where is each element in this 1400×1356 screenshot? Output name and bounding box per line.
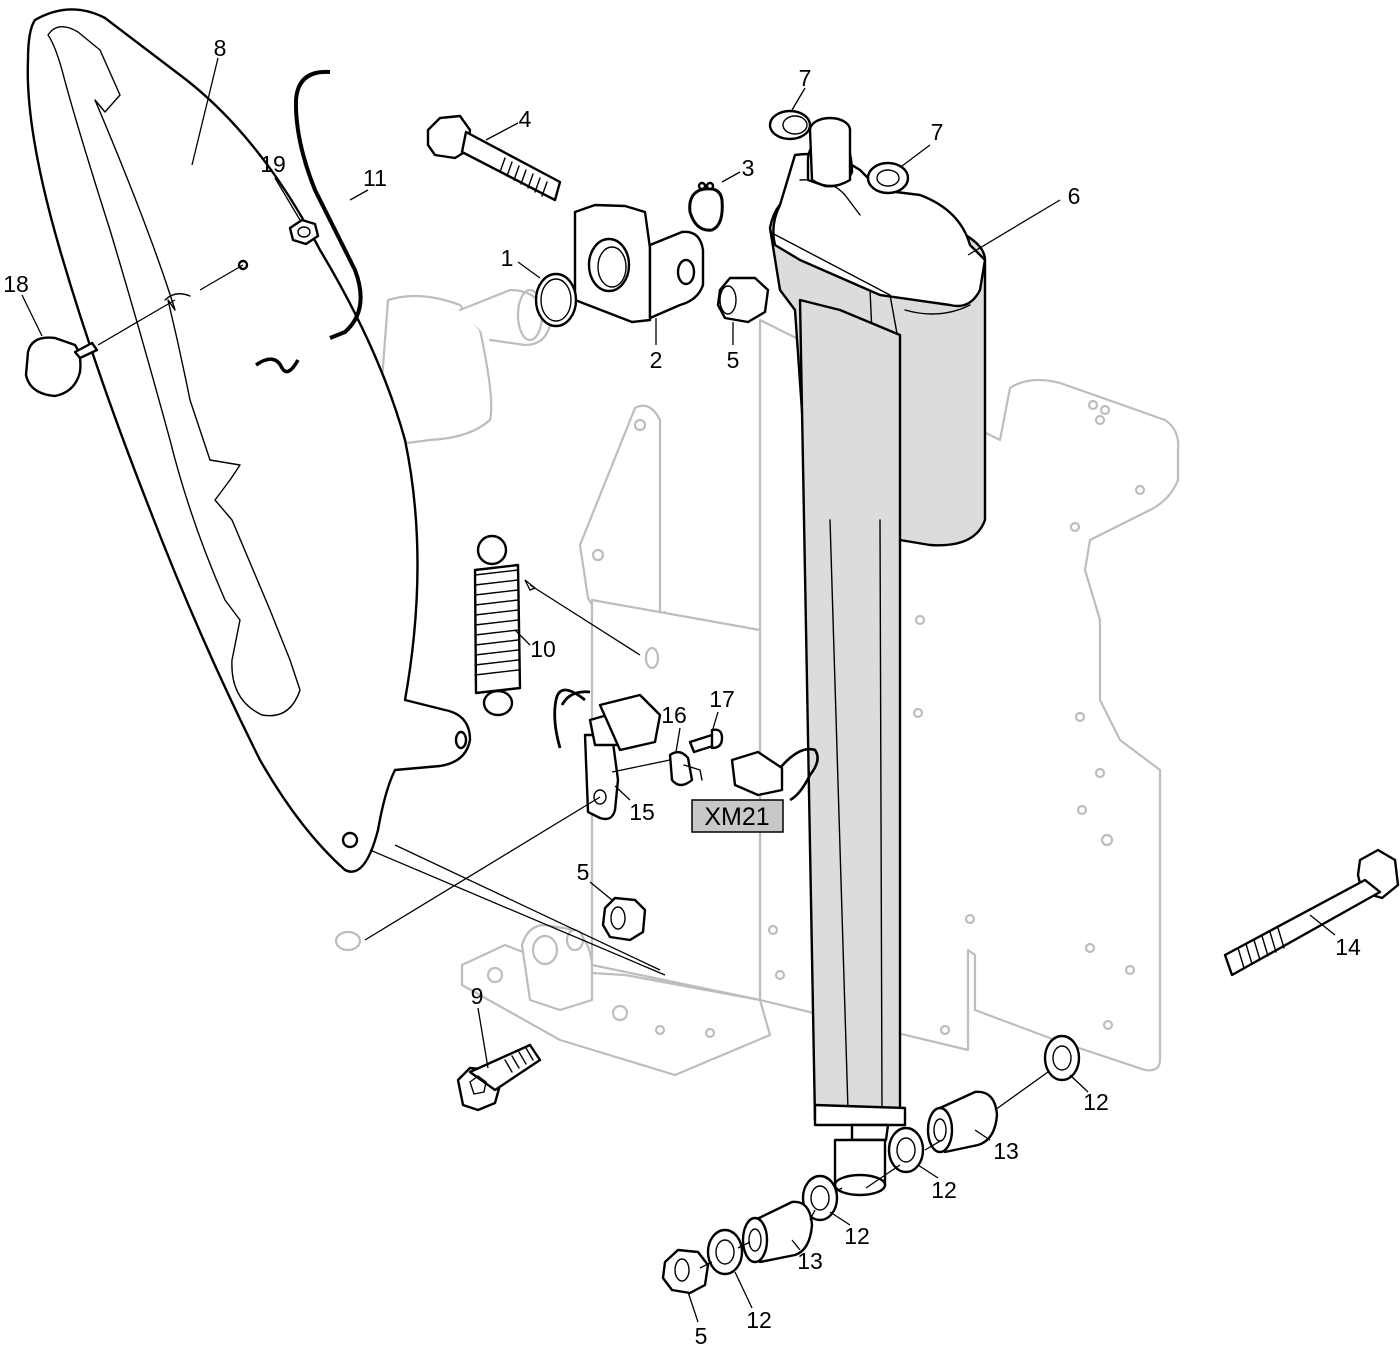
- actuator-part-6: [768, 116, 987, 1197]
- callout-1: 1: [501, 245, 514, 271]
- callout-9: 9: [471, 983, 484, 1009]
- callout-numbers: 8 19 11 18 4 3 1 2 5 7 7 6 10 16 17 15 5…: [3, 35, 1361, 1349]
- washer-part-12-mid: [887, 1126, 925, 1174]
- callout-14: 14: [1335, 934, 1361, 960]
- connector-tag-label: XM21: [704, 803, 769, 831]
- callout-15: 15: [629, 799, 655, 825]
- nut-part-5-top: [716, 276, 770, 324]
- nut-part-5-mid: [601, 896, 647, 942]
- clip-part-16: [668, 750, 703, 787]
- spacer-part-7-left: [768, 109, 812, 141]
- sensor-bracket-part-15: [553, 688, 662, 821]
- callout-12-lower: 12: [844, 1223, 870, 1249]
- spacer-part-7-right: [866, 161, 910, 195]
- callout-12-right: 12: [1083, 1089, 1109, 1115]
- callout-4: 4: [519, 106, 532, 132]
- callout-5-bottom: 5: [695, 1323, 708, 1349]
- wheel-cap-ghost: [380, 288, 552, 447]
- callout-leaders: [21, 57, 1336, 1323]
- spring-part-10: [473, 534, 522, 717]
- oring-part-1: [534, 272, 578, 328]
- callout-17: 17: [709, 686, 735, 712]
- assembly-lines: [97, 264, 1049, 1269]
- knob-part-18: [24, 336, 99, 398]
- screw-part-9: [456, 1043, 542, 1112]
- callout-5-mid: 5: [577, 859, 590, 885]
- washer-part-12-right: [1043, 1034, 1081, 1082]
- screw-part-17: [688, 728, 724, 754]
- callout-2: 2: [650, 347, 663, 373]
- washer-part-12-left: [706, 1228, 744, 1276]
- circlip-part-3: [688, 181, 724, 232]
- connector-xm21: [730, 747, 819, 802]
- callout-16: 16: [661, 702, 687, 728]
- drive-plate: [26, 8, 472, 873]
- bolt-part-4: [426, 114, 562, 202]
- callout-5-top: 5: [727, 347, 740, 373]
- callout-12-mid: 12: [931, 1177, 957, 1203]
- callout-12-left: 12: [746, 1307, 772, 1333]
- washer-part-12-lower: [801, 1174, 839, 1222]
- callout-7-right: 7: [931, 119, 944, 145]
- connector-tag: XM21: [691, 799, 784, 833]
- callout-8: 8: [214, 35, 227, 61]
- callout-7-left: 7: [799, 65, 812, 91]
- callout-10: 10: [530, 636, 556, 662]
- callout-13-left: 13: [797, 1248, 823, 1274]
- callout-13-right: 13: [993, 1138, 1019, 1164]
- callout-3: 3: [742, 155, 755, 181]
- nut-part-19: [288, 218, 320, 246]
- cable-part-11: [255, 69, 363, 374]
- callout-19: 19: [260, 151, 286, 177]
- callout-11: 11: [363, 165, 387, 191]
- nut-part-5-bottom: [661, 1248, 710, 1295]
- sleeve-part-13-right: [926, 1090, 999, 1154]
- pin-ghost: [334, 930, 362, 952]
- callout-18: 18: [3, 271, 29, 297]
- callout-6: 6: [1068, 183, 1081, 209]
- bracket-part-2: [573, 203, 705, 324]
- bolt-part-14: [1223, 848, 1400, 977]
